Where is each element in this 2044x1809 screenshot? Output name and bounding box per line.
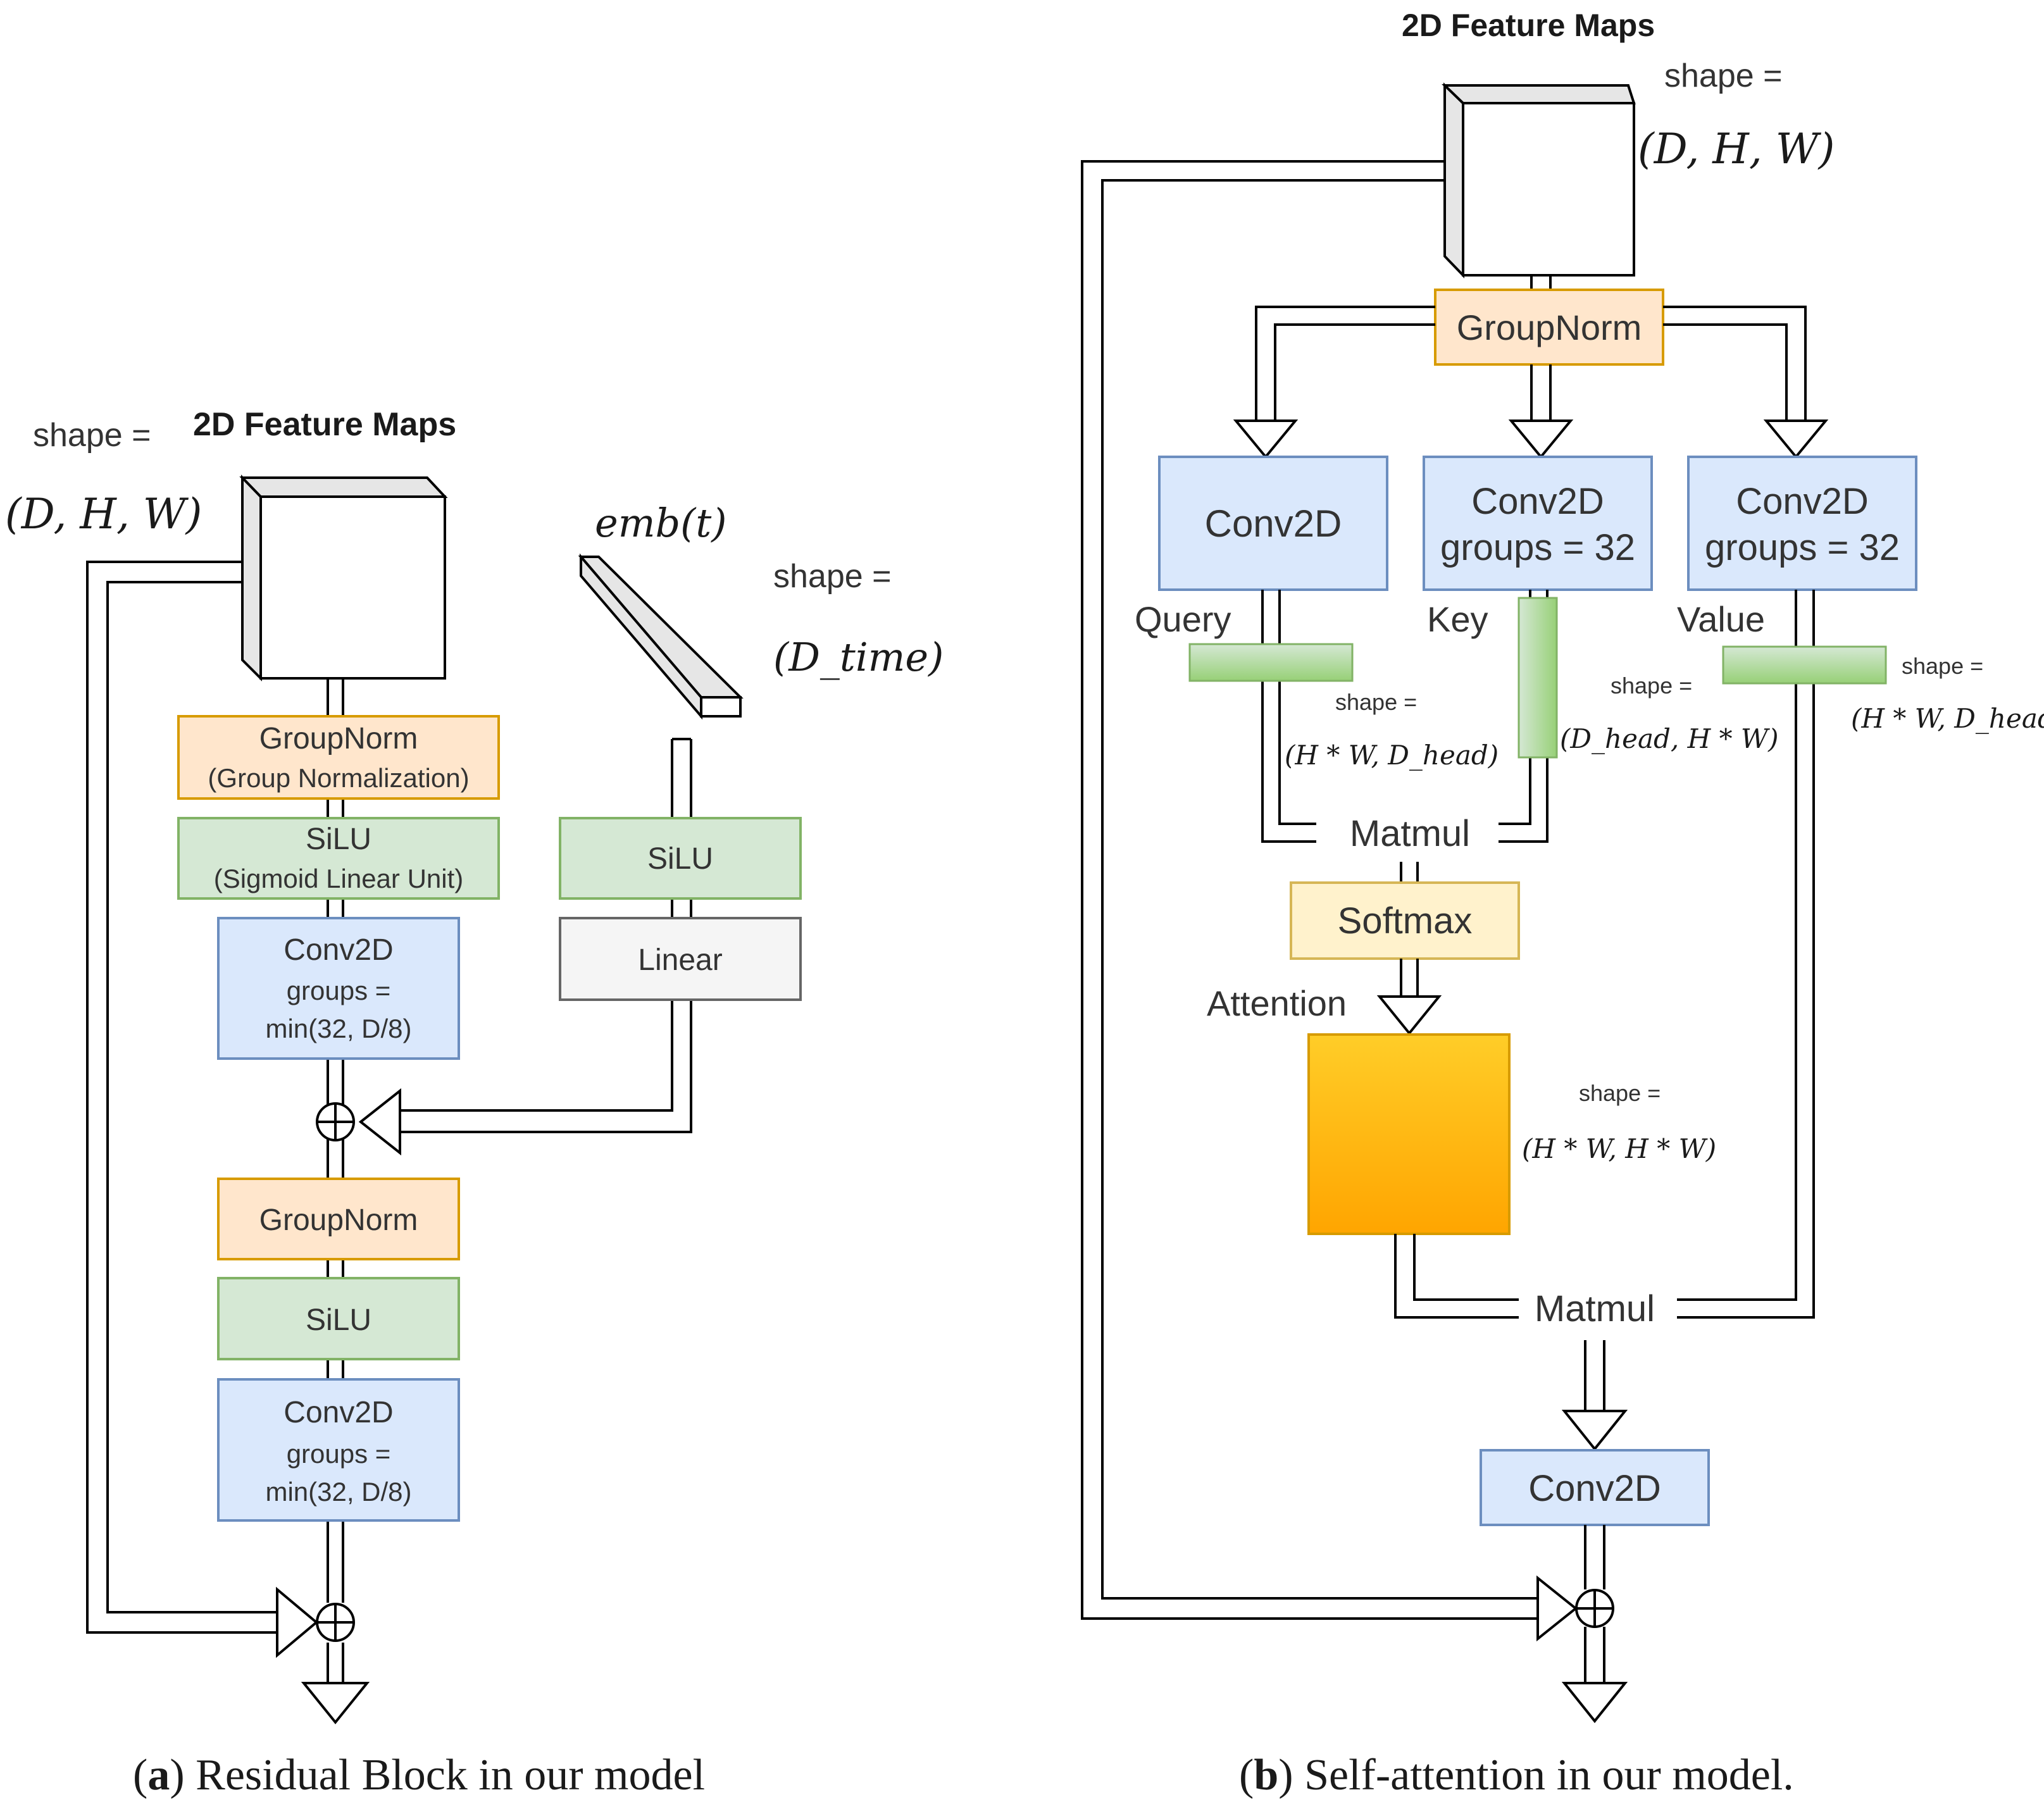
time-embedding-bar	[578, 553, 744, 720]
panel-a-shape-value: (D, H, W)	[5, 490, 202, 538]
query-conv-label: Conv2D	[1205, 502, 1342, 545]
attention-shape-value: (H * W, H * W)	[1522, 1133, 1716, 1164]
panel-b: 2D Feature Maps shape = (D, H, W) GroupN…	[1081, 8, 2044, 1800]
groupnorm-b-label: GroupNorm	[1457, 308, 1642, 347]
key-shape-value: (D_head, H * W)	[1560, 723, 1778, 754]
query-path: shape = (H * W, D_head)	[1188, 590, 1499, 843]
feature-map-cube-b	[1442, 82, 1636, 278]
silu-block-1: SiLU (Sigmoid Linear Unit)	[177, 817, 500, 900]
conv2d-1-groups: groups =	[287, 976, 391, 1005]
groupnorm-1-label: GroupNorm	[259, 722, 418, 755]
attention-label: Attention	[1207, 983, 1347, 1023]
softmax-block: Softmax	[1290, 881, 1520, 960]
residual-skip-connection	[86, 561, 319, 1658]
query-vector	[1188, 643, 1354, 682]
silu-1-sublabel: (Sigmoid Linear Unit)	[214, 864, 464, 893]
groupnorm-2-label: GroupNorm	[259, 1203, 418, 1237]
panel-b-title: 2D Feature Maps	[1402, 8, 1655, 43]
conv2d-2-label: Conv2D	[284, 1396, 393, 1429]
key-conv-label: Conv2D	[1471, 481, 1604, 522]
key-vector	[1517, 597, 1558, 759]
conv2d-1-label: Conv2D	[284, 933, 393, 967]
groupnorm-1-sublabel: (Group Normalization)	[208, 763, 469, 793]
time-linear-label: Linear	[638, 943, 722, 977]
query-shape-value: (H * W, D_head)	[1285, 740, 1499, 771]
time-path-pipes	[358, 738, 692, 1156]
add-node-1	[316, 1102, 355, 1141]
value-conv-block: Conv2D groups = 32	[1687, 456, 1917, 591]
emb-shape-label: shape =	[773, 558, 892, 595]
caption-a-text: Residual Block in our model	[196, 1751, 705, 1800]
caption-b: (b) Self-attention in our model.	[1239, 1751, 1794, 1800]
query-label: Query	[1135, 599, 1231, 639]
qkv-branch-pipes	[1233, 306, 1829, 459]
key-conv-block: Conv2D groups = 32	[1423, 456, 1653, 591]
key-shape-label: shape =	[1611, 673, 1692, 699]
value-shape-value: (H * W, D_head)	[1851, 703, 2044, 734]
panel-a: shape = 2D Feature Maps (D, H, W)	[5, 406, 944, 1800]
add-node-b	[1575, 1589, 1614, 1628]
silu-block-2: SiLU	[217, 1277, 460, 1360]
caption-a: (a) Residual Block in our model	[133, 1751, 705, 1800]
groupnorm-block-2: GroupNorm	[217, 1178, 460, 1260]
query-conv-block: Conv2D	[1158, 456, 1388, 591]
key-path: shape = (D_head, H * W)	[1499, 590, 1778, 843]
conv2d-block-2: Conv2D groups = min(32, D/8)	[217, 1378, 460, 1522]
caption-b-text: Self-attention in our model.	[1304, 1751, 1794, 1800]
value-conv-label: Conv2D	[1736, 481, 1869, 522]
panel-a-title: 2D Feature Maps	[193, 406, 456, 443]
value-shape-label: shape =	[1902, 653, 1983, 679]
value-conv-groups: groups = 32	[1705, 527, 1900, 568]
time-silu-block: SiLU	[559, 817, 802, 900]
time-silu-label: SiLU	[647, 842, 713, 876]
value-label: Value	[1677, 599, 1765, 639]
emb-label: emb(t)	[595, 500, 726, 546]
panel-b-shape-value: (D, H, W)	[1638, 125, 1835, 173]
conv2d-2-groups-value: min(32, D/8)	[265, 1477, 411, 1507]
query-shape-label: shape =	[1335, 689, 1417, 715]
feature-map-cube	[239, 475, 448, 681]
time-linear-block: Linear	[559, 917, 802, 1001]
caption-b-letter: b	[1254, 1751, 1278, 1800]
softmax-label: Softmax	[1338, 900, 1473, 942]
groupnorm-block-1: GroupNorm (Group Normalization)	[177, 715, 500, 800]
silu-1-label: SiLU	[306, 823, 371, 856]
silu-2-label: SiLU	[306, 1303, 371, 1337]
main-path-pipes	[301, 678, 370, 1725]
add-node-2	[316, 1603, 355, 1642]
panel-a-shape-label: shape =	[33, 417, 151, 454]
value-vector	[1722, 645, 1887, 685]
attention-shape-label: shape =	[1579, 1080, 1661, 1106]
caption-a-letter: a	[147, 1751, 170, 1800]
groupnorm-block-b: GroupNorm	[1434, 289, 1664, 366]
output-conv-label: Conv2D	[1528, 1468, 1661, 1509]
conv2d-1-groups-value: min(32, D/8)	[265, 1014, 411, 1043]
panel-b-shape-label: shape =	[1664, 58, 1783, 94]
value-path: shape = (H * W, D_head)	[1677, 590, 2044, 1319]
attention-matrix	[1307, 1033, 1511, 1235]
matmul-1-label: Matmul	[1350, 813, 1470, 854]
conv2d-2-groups: groups =	[287, 1439, 391, 1469]
attention-skip-connection	[1081, 160, 1578, 1642]
key-conv-groups: groups = 32	[1440, 527, 1635, 568]
conv2d-block-1: Conv2D groups = min(32, D/8)	[217, 917, 460, 1060]
emb-shape-value: (D_time)	[773, 634, 944, 680]
key-label: Key	[1427, 599, 1488, 639]
output-conv-block: Conv2D	[1480, 1449, 1710, 1526]
matmul-2-label: Matmul	[1535, 1288, 1655, 1329]
